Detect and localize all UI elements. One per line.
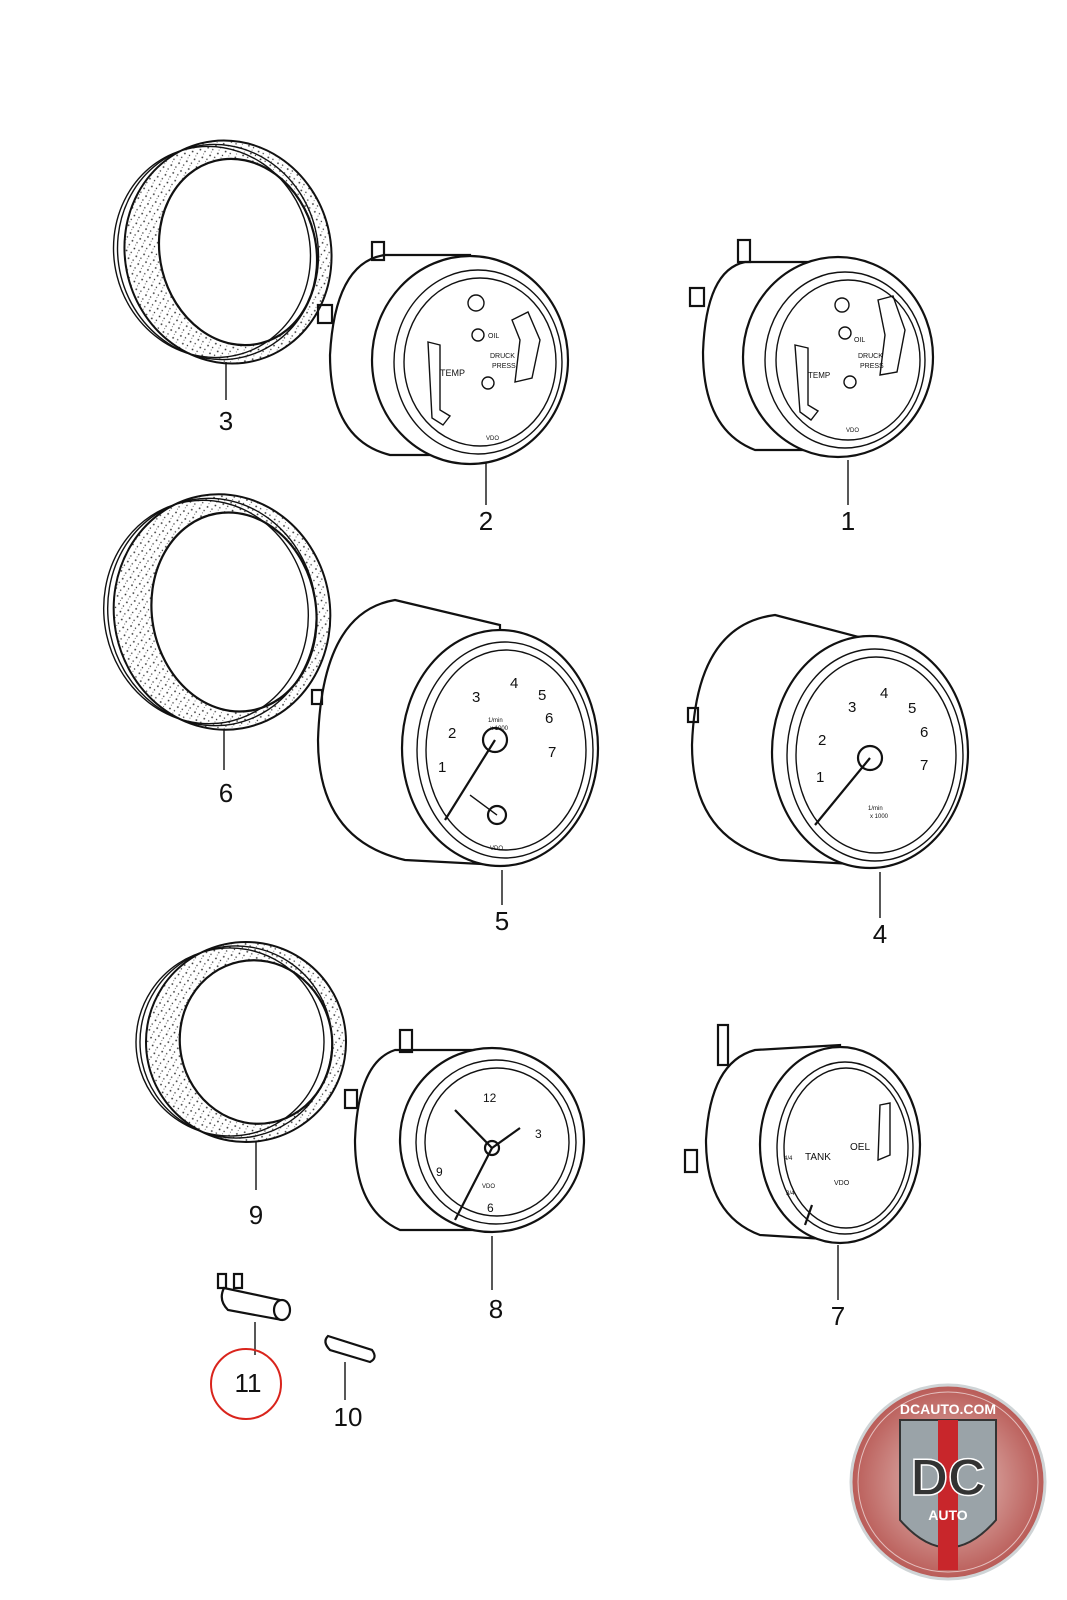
logo-top-text: DCAUTO.COM bbox=[900, 1401, 996, 1417]
druck-label: DRUCK bbox=[858, 353, 883, 360]
tach-number-6: 6 bbox=[545, 710, 553, 727]
gauge-tank-oel-part-7: TANK OEL VDO 4/4 3/4 bbox=[683, 1023, 922, 1300]
oil-label: OIL bbox=[488, 333, 499, 340]
tach-scale-label: x 1000 bbox=[490, 726, 509, 732]
clock-part-8: 12 3 6 9 VDO bbox=[343, 1028, 586, 1290]
tach-number-3: 3 bbox=[848, 699, 856, 716]
tach-number-5: 5 bbox=[538, 687, 546, 704]
oil-label: OIL bbox=[854, 337, 865, 344]
tach-number-3: 3 bbox=[472, 689, 480, 706]
tach-number-7: 7 bbox=[548, 744, 556, 761]
tach-number-1: 1 bbox=[438, 759, 446, 776]
callout-11: 11 bbox=[235, 1368, 262, 1398]
bulb-part-10 bbox=[324, 1334, 376, 1400]
clock-number-9: 9 bbox=[436, 1165, 443, 1179]
trim-ring-part-6 bbox=[102, 493, 332, 770]
callout-8: 8 bbox=[489, 1294, 503, 1324]
fuel-mark-full: 4/4 bbox=[784, 1156, 793, 1162]
tach-number-4: 4 bbox=[510, 675, 518, 692]
temp-label: TEMP bbox=[440, 368, 465, 378]
gauge-oil-temp-press-part-1: TEMP OIL DRUCK PRESS VDO bbox=[688, 238, 935, 505]
press-label: PRESS bbox=[492, 363, 516, 370]
trim-ring-part-3 bbox=[112, 139, 333, 400]
press-label: PRESS bbox=[860, 363, 884, 370]
tach-number-5: 5 bbox=[908, 700, 916, 717]
vdo-label: VDO bbox=[482, 1184, 495, 1190]
tach-number-2: 2 bbox=[448, 725, 456, 742]
callout-5: 5 bbox=[495, 906, 509, 936]
vdo-label: VDO bbox=[490, 846, 503, 852]
tank-label: TANK bbox=[805, 1152, 831, 1163]
bulb-holder-part-11 bbox=[216, 1272, 292, 1355]
tachometer-part-4: 1 2 3 4 5 6 7 1/min x 1000 bbox=[686, 613, 970, 918]
trim-ring-part-9 bbox=[135, 941, 347, 1190]
clock-number-12: 12 bbox=[483, 1091, 497, 1105]
logo-main-text: DC bbox=[910, 1449, 985, 1507]
tach-number-6: 6 bbox=[920, 724, 928, 741]
fuel-mark-three-quarter: 3/4 bbox=[786, 1191, 795, 1197]
gauge-oil-temp-press-part-2: TEMP OIL DRUCK PRESS VDO bbox=[316, 240, 570, 505]
callout-2: 2 bbox=[479, 506, 493, 536]
highlight-circle bbox=[210, 1348, 282, 1420]
oel-label: OEL bbox=[850, 1142, 870, 1153]
clock-number-3: 3 bbox=[535, 1127, 542, 1141]
tach-number-2: 2 bbox=[818, 732, 826, 749]
tach-unit-label: 1/min bbox=[488, 718, 503, 724]
callout-10: 10 bbox=[334, 1402, 363, 1432]
vdo-label: VDO bbox=[834, 1180, 850, 1187]
clock-number-6: 6 bbox=[487, 1201, 494, 1215]
callout-3: 3 bbox=[219, 406, 233, 436]
tach-unit-label: 1/min bbox=[868, 806, 883, 812]
temp-label: TEMP bbox=[808, 371, 830, 380]
tach-scale-label: x 1000 bbox=[870, 814, 889, 820]
callout-1: 1 bbox=[841, 506, 855, 536]
callout-6: 6 bbox=[219, 778, 233, 808]
tach-number-7: 7 bbox=[920, 757, 928, 774]
callout-9: 9 bbox=[249, 1200, 263, 1230]
vdo-label: VDO bbox=[846, 428, 859, 434]
tach-number-4: 4 bbox=[880, 685, 888, 702]
callout-4: 4 bbox=[873, 919, 887, 949]
dcauto-logo: DCAUTO.COM DC AUTO bbox=[849, 1383, 1047, 1581]
callout-7: 7 bbox=[831, 1301, 845, 1331]
druck-label: DRUCK bbox=[490, 353, 515, 360]
logo-sub-text: AUTO bbox=[928, 1507, 968, 1523]
tachometer-part-5: 1 2 3 4 5 6 7 1/min x 1000 VDO bbox=[310, 598, 600, 905]
vdo-label: VDO bbox=[486, 436, 499, 442]
tach-number-1: 1 bbox=[816, 769, 824, 786]
